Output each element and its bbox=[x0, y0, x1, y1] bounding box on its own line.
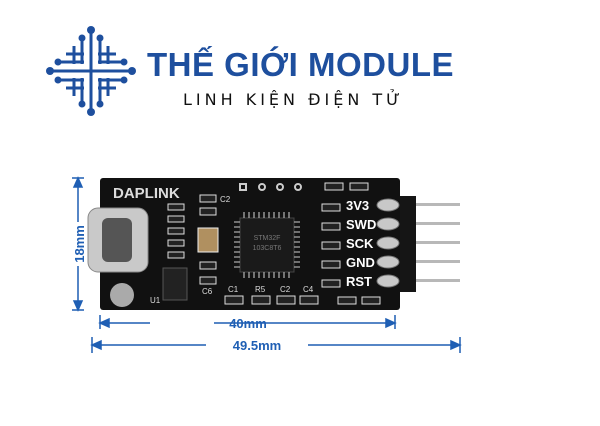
dimension-lines bbox=[72, 176, 462, 353]
brand-name: THẾ GIỚI MODULE bbox=[147, 46, 454, 83]
header-pins bbox=[398, 196, 460, 292]
pin-label-rst: RST bbox=[346, 274, 372, 289]
label-c2-top: C2 bbox=[220, 195, 231, 204]
pin-label-gnd: GND bbox=[346, 255, 375, 270]
brand-tagline: LINH KIỆN ĐIỆN TỬ bbox=[183, 90, 404, 109]
product-image: DAPLINK STM32F 103C8T6 C1 R5 C2 C4 C2 U1… bbox=[72, 176, 462, 353]
pin-label-swd: SWD bbox=[346, 217, 376, 232]
pin-labels: 3V3 SWD SCK GND RST bbox=[346, 198, 376, 289]
oshw-logo bbox=[110, 283, 134, 307]
label-c4: C4 bbox=[303, 285, 314, 294]
microcontroller-chip: STM32F 103C8T6 bbox=[234, 212, 300, 278]
label-c1: C1 bbox=[228, 285, 239, 294]
pin-label-3v3: 3V3 bbox=[346, 198, 369, 213]
brand-logo-icon bbox=[46, 26, 136, 116]
height-dimension: 18mm bbox=[72, 225, 87, 263]
label-r5: R5 bbox=[255, 285, 266, 294]
board-label: DAPLINK bbox=[113, 185, 180, 202]
total-length-dimension: 49.5mm bbox=[233, 338, 281, 353]
pin-label-sck: SCK bbox=[346, 236, 374, 251]
label-u1: U1 bbox=[150, 296, 161, 305]
label-c2: C2 bbox=[280, 285, 291, 294]
voltage-regulator bbox=[162, 267, 188, 301]
svg-text:STM32F: STM32F bbox=[254, 235, 281, 242]
svg-text:103C8T6: 103C8T6 bbox=[253, 245, 282, 252]
board-length-dimension: 40mm bbox=[229, 316, 267, 331]
crystal bbox=[197, 227, 219, 253]
label-c6: C6 bbox=[202, 287, 213, 296]
